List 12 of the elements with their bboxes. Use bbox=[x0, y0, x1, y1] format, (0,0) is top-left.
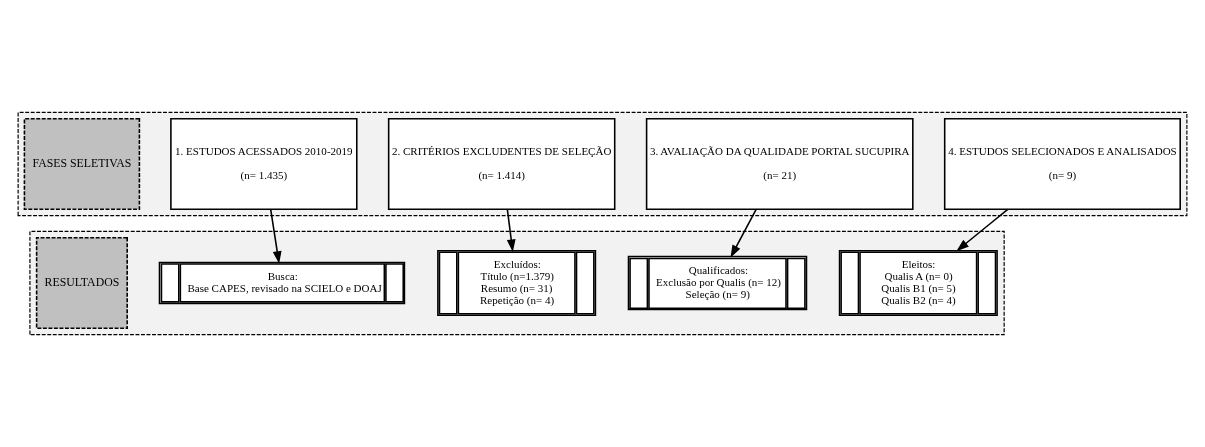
arrow bbox=[730, 208, 757, 258]
node-box: RESULTADOS bbox=[35, 236, 128, 330]
arrow bbox=[956, 208, 1009, 252]
node-box: 3. AVALIAÇÃO DA QUALIDADE PORTAL SUCUPIRA (n= 21) bbox=[645, 117, 914, 211]
arrow bbox=[269, 208, 282, 264]
node-box: 1. ESTUDOS ACESSADOS 2010-2019 (n= 1.435) bbox=[170, 117, 358, 211]
cluster bbox=[29, 230, 1005, 336]
node-box: FASES SELETIVAS bbox=[23, 117, 141, 211]
cluster bbox=[17, 111, 1188, 217]
node-box: 4. ESTUDOS SELECIONADOS E ANALISADOS (n= 9) bbox=[943, 117, 1181, 211]
node-box: 2. CRITÉRIOS EXCLUDENTES DE SELEÇÃO (n= 1.414) bbox=[387, 117, 616, 211]
arrow bbox=[506, 208, 516, 252]
